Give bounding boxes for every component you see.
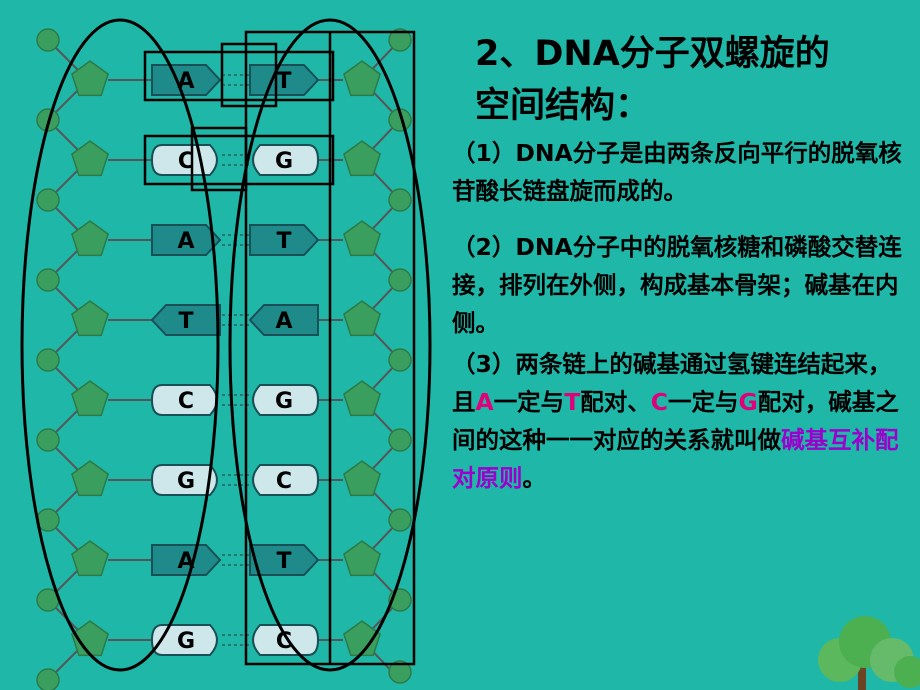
sugar-right (343, 60, 381, 97)
base-a-label: A (177, 229, 194, 254)
point-3-text-4: 一定与 (667, 388, 739, 416)
sugar-right (343, 140, 381, 177)
sugar-right (343, 220, 381, 257)
sugar-left (71, 140, 109, 177)
phosphate-right (388, 348, 412, 372)
first-pair-box (143, 50, 335, 102)
phosphate-right (388, 28, 412, 52)
sugar-left (71, 60, 109, 97)
point-3-text-2: 一定与 (493, 388, 565, 416)
base-a-shape (248, 304, 319, 336)
base-g-label: G (275, 149, 293, 174)
base-g-label: G (177, 469, 195, 494)
base-c-highlight: C (650, 388, 668, 416)
base-g-label: G (275, 389, 293, 414)
base-g-shape (150, 464, 218, 496)
sugar-left (71, 460, 109, 497)
base-t-label: T (178, 309, 193, 334)
point-1: （1）DNA分子是由两条反向平行的脱氧核苷酸长链盘旋而成的。 (452, 139, 902, 205)
strand-outlines (20, 18, 432, 672)
point-3-text-6: 。 (522, 464, 547, 492)
tree-decoration (818, 616, 920, 690)
heading-line-1: 2、DNA分子双螺旋的 (475, 34, 830, 74)
sugar-right (343, 540, 381, 577)
hydrogen-bond-box-1 (220, 42, 278, 108)
sugar-left (71, 300, 109, 337)
sugar-right (343, 300, 381, 337)
point-3-text-5: 配对，碱基之间的这种一一对应的关系就叫做 (452, 388, 899, 454)
phosphate-left (36, 28, 60, 52)
base-c-label: C (276, 469, 292, 494)
phosphate-left (36, 268, 60, 292)
base-c-label: C (178, 149, 194, 174)
base-t-highlight: T (564, 388, 581, 416)
base-c-label: C (276, 629, 292, 654)
point-3-text-1: （3）两条链上的碱基通过氢键连结起来，且 (452, 350, 892, 416)
base-a-shape (151, 64, 222, 96)
base-g-highlight: G (738, 388, 758, 416)
base-a-label: A (275, 309, 292, 334)
base-t-label: T (276, 229, 291, 254)
base-t-shape (249, 544, 320, 576)
sugar-left (71, 380, 109, 417)
base-g-label: G (177, 629, 195, 654)
base-t-shape (150, 304, 221, 336)
second-pair-box (143, 134, 335, 186)
phosphate-right (388, 268, 412, 292)
sugar-left (71, 220, 109, 257)
base-c-shape (252, 464, 320, 496)
base-a-label: A (177, 69, 194, 94)
base-a-highlight: A (475, 388, 494, 416)
hydrogen-bond-box-2 (190, 126, 248, 192)
point-3: （3）两条链上的碱基通过氢键连结起来，且A一定与T配对、C一定与G配对，碱基之间… (452, 345, 912, 497)
point-3-text-3: 配对、 (580, 388, 651, 416)
base-g-shape (252, 384, 320, 416)
point-2: （2）DNA分子中的脱氧核糖和磷酸交替连接，排列在外侧，构成基本骨架；碱基在内侧… (452, 233, 902, 337)
phosphate-left (36, 428, 60, 452)
sugar-left (71, 540, 109, 577)
base-t-shape (249, 64, 320, 96)
right-strand (343, 28, 412, 684)
right-strand-ellipse (228, 18, 432, 672)
base-c-label: C (178, 389, 194, 414)
left-strand-ellipse (20, 18, 220, 672)
section-heading: 2、DNA分子双螺旋的 空间结构： (475, 28, 895, 132)
left-strand (36, 28, 109, 690)
phosphate-left (36, 348, 60, 372)
base-c-shape (252, 624, 320, 656)
base-t-shape (249, 224, 320, 256)
base-t-label: T (276, 69, 291, 94)
base-g-shape (252, 144, 320, 176)
phosphate-left (36, 188, 60, 212)
complementary-pairing-term: 碱基互补配对原则 (452, 426, 899, 492)
base-g-shape (150, 624, 218, 656)
sugar-right (343, 460, 381, 497)
base-t-label: T (276, 549, 291, 574)
heading-line-2: 空间结构： (475, 86, 651, 126)
sugar-right (343, 380, 381, 417)
phosphate-right (388, 508, 412, 532)
phosphate-right (388, 428, 412, 452)
phosphate-right (388, 188, 412, 212)
